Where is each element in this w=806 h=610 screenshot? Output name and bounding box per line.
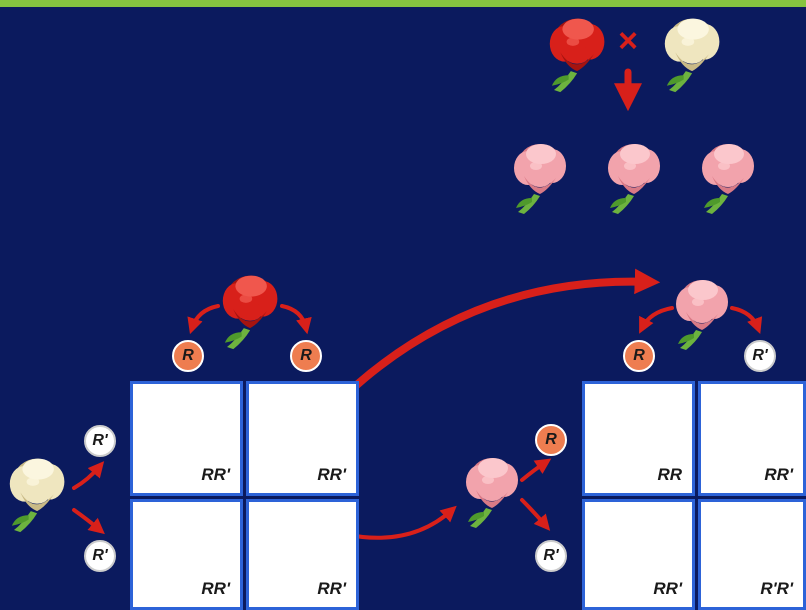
genotype-label: RR'	[201, 579, 230, 599]
left-parent-to-allele-arrow	[522, 500, 546, 526]
f1-offspring-flower	[608, 144, 660, 214]
f2-top-allele-1: R	[623, 340, 655, 372]
left-parent-to-allele-arrow	[74, 510, 100, 530]
genotype-label: RR'	[201, 465, 230, 485]
genotype-label: RR'	[317, 465, 346, 485]
top-parent-to-allele-arrow	[192, 306, 218, 328]
top-parent-to-allele-arrow	[642, 308, 672, 328]
genotype-label: RR'	[653, 579, 682, 599]
top-parent-to-allele-arrow	[732, 308, 758, 328]
top-parent-to-allele-arrow	[282, 306, 306, 328]
f1-top-allele-2: R	[290, 340, 322, 372]
f2-top-allele-2: R'	[744, 340, 776, 372]
genotype-label: R'R'	[760, 579, 793, 599]
p-parent-white-flower	[665, 19, 720, 93]
f2-square-left-parent-flower	[466, 458, 518, 528]
genotype-label: RR	[657, 465, 682, 485]
f1-cell-top-right: RR'	[246, 381, 359, 496]
genotype-label: RR'	[317, 579, 346, 599]
p-parent-red-flower	[550, 19, 605, 93]
f1-left-allele-1: R'	[84, 425, 116, 457]
left-parent-to-allele-arrow	[522, 462, 546, 480]
f2-cell-top-left: RR	[582, 381, 695, 496]
f1-square-top-parent-flower	[223, 276, 278, 350]
f1-top-allele-1: R	[172, 340, 204, 372]
f1-cell-bottom-left: RR'	[130, 499, 243, 610]
f2-left-allele-2: R'	[535, 540, 567, 572]
genotype-label: RR'	[764, 465, 793, 485]
f1-offspring-flower	[702, 144, 754, 214]
cross-symbol: ×	[618, 22, 638, 60]
f1-cell-bottom-right: RR'	[246, 499, 359, 610]
f1-to-f2-left-parent-arrow	[344, 510, 452, 538]
left-parent-to-allele-arrow	[74, 466, 100, 488]
f2-left-allele-1: R	[535, 424, 567, 456]
f2-cell-bottom-right: R'R'	[698, 499, 806, 610]
f2-cell-bottom-left: RR'	[582, 499, 695, 610]
f1-offspring-flower	[514, 144, 566, 214]
f2-square-top-parent-flower	[676, 280, 728, 350]
f1-left-allele-2: R'	[84, 540, 116, 572]
f2-cell-top-right: RR'	[698, 381, 806, 496]
f1-cell-top-left: RR'	[130, 381, 243, 496]
f1-square-left-parent-flower	[10, 459, 65, 532]
